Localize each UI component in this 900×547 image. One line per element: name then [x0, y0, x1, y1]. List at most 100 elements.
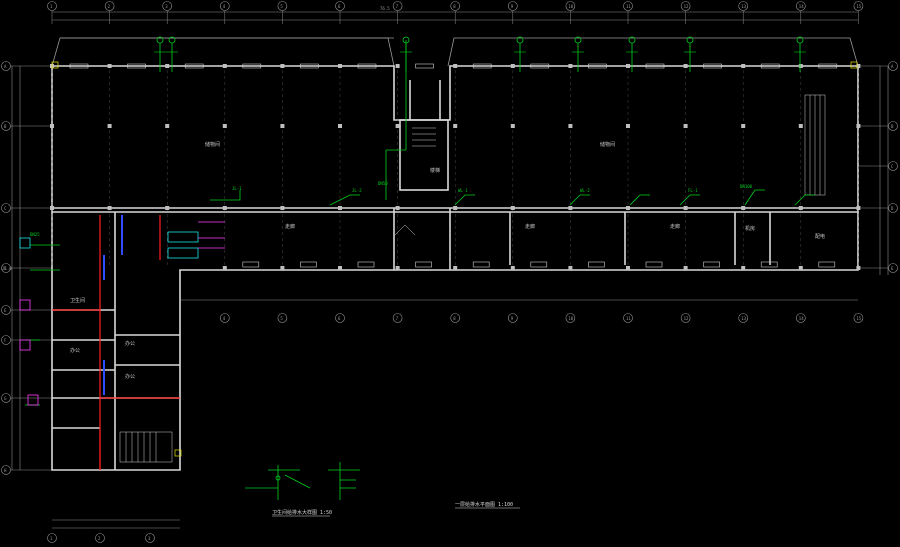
bottom-grid-marker: 14	[795, 313, 806, 323]
right-grid-marker: B	[858, 121, 898, 131]
column	[856, 64, 861, 68]
column	[683, 124, 688, 128]
window	[645, 261, 663, 268]
grid-label: E	[891, 266, 894, 271]
grid-label: C	[4, 206, 7, 211]
top-grid-marker: 1	[47, 1, 57, 24]
top-dimension: 76.5	[380, 6, 390, 11]
grid-label: 3	[165, 4, 168, 9]
room-label-corridor-mid: 走廊	[525, 223, 535, 230]
column	[741, 266, 746, 270]
grid-label: 11	[626, 316, 631, 321]
column	[280, 206, 285, 210]
grid-label: C	[891, 164, 894, 169]
column	[568, 64, 573, 68]
bottom-grid-marker: 3	[145, 533, 155, 543]
window	[818, 63, 838, 69]
column	[798, 64, 803, 68]
column	[395, 124, 400, 128]
column	[683, 64, 688, 68]
pipe-tag-wl1: WL-1	[458, 188, 468, 193]
right-grid-marker: D	[858, 203, 898, 213]
window	[415, 63, 434, 69]
window	[357, 63, 377, 69]
window	[300, 261, 317, 268]
room-label-north-east: 储物间	[600, 141, 615, 148]
grid-label: 13	[741, 4, 746, 9]
yellow-fixtures	[51, 61, 858, 457]
room-label-corridor-west: 走廊	[285, 223, 295, 230]
window	[760, 63, 780, 69]
room-label-power: 配电	[815, 233, 825, 240]
column	[626, 64, 630, 68]
top-grid-marker: 7	[392, 1, 403, 24]
column	[50, 124, 54, 128]
grid-label: E	[4, 308, 7, 313]
grid-label: 9	[511, 316, 514, 321]
column	[453, 266, 458, 270]
column	[222, 64, 227, 68]
column	[395, 64, 400, 68]
internal-grid-lines	[51, 70, 859, 265]
grid-label: D	[891, 206, 894, 211]
grid-label: 11	[626, 4, 631, 9]
top-grid-marker: 4	[220, 1, 230, 24]
parapet-outline	[51, 37, 859, 67]
column	[222, 124, 227, 128]
grid-label: 7	[396, 316, 399, 321]
column	[798, 206, 803, 210]
grid-label: 8	[453, 316, 456, 321]
window	[818, 261, 836, 268]
detail-title: 卫生间给排水大样图 1:50	[272, 509, 332, 516]
pipe-tag-dn2: DN100	[740, 184, 753, 189]
grid-label: 12	[684, 316, 689, 321]
window	[703, 63, 722, 69]
bottom-grid-marker: 15	[853, 313, 864, 323]
column	[280, 124, 285, 128]
room-label-office-2: 办公	[70, 347, 80, 354]
pipe-tag-dn: DN50	[378, 181, 388, 186]
window	[184, 63, 204, 69]
column	[165, 64, 170, 68]
bottom-grid-marker: 6	[335, 313, 345, 323]
grid-label: 5	[280, 4, 283, 9]
column	[107, 206, 112, 210]
room-label-north-west: 储物间	[205, 141, 220, 148]
top-grid-marker: 10	[565, 1, 576, 24]
bottom-grid-marker: 2	[95, 533, 105, 543]
column	[453, 206, 458, 210]
grid-label: 4	[223, 316, 226, 321]
riser-symbol	[794, 36, 806, 72]
dimension-lines	[11, 11, 889, 529]
bottom-grid-marker: 8	[450, 313, 461, 323]
grid-label: A	[891, 64, 894, 69]
window	[69, 63, 89, 69]
grid-label: D	[4, 266, 7, 271]
left-grid-marker: G	[1, 393, 52, 403]
riser-symbol	[166, 36, 178, 72]
column	[798, 124, 803, 128]
bottom-grid-marker: 12	[680, 313, 691, 323]
bottom-grid-marker: 5	[277, 313, 288, 323]
grid-label: 13	[741, 316, 746, 321]
column	[338, 206, 342, 210]
grid-label: 6	[338, 316, 341, 321]
column	[626, 266, 630, 270]
detail-sketch-1	[245, 465, 311, 500]
bottom-grid-marker: 11	[623, 313, 633, 323]
column	[683, 206, 688, 210]
column	[395, 206, 400, 210]
column	[626, 206, 630, 210]
pipe-tag-dn3: DN25	[30, 232, 40, 237]
room-label-wc: 卫生间	[70, 297, 85, 304]
window	[588, 63, 607, 69]
grid-label: 8	[453, 4, 456, 9]
window	[760, 261, 778, 268]
top-grid-marker: 5	[277, 1, 288, 24]
grid-label: 10	[568, 316, 573, 321]
grid-label: 1	[50, 4, 53, 9]
